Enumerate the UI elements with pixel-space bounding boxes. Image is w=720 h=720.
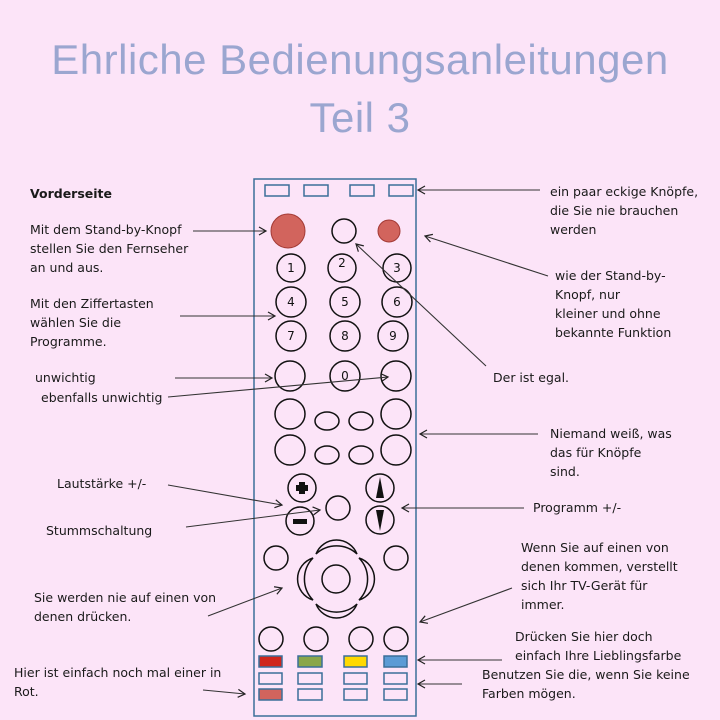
digit-key-8[interactable]	[329, 320, 361, 352]
arrow-like-standby	[423, 233, 549, 277]
digit-label: 9	[389, 329, 397, 343]
unknown-button[interactable]	[348, 411, 374, 431]
standby-button[interactable]	[270, 213, 306, 249]
arrow-doesnt-matter	[355, 243, 487, 367]
unknown-button[interactable]	[348, 626, 374, 652]
dpad-right-button[interactable]	[358, 557, 376, 601]
title-line-1: Ehrliche Bedienungsanleitungen	[51, 36, 669, 83]
digit-label: 8	[341, 329, 349, 343]
dpad-center-button[interactable]	[321, 564, 351, 594]
square-button[interactable]	[349, 184, 375, 197]
arrow-never-press	[207, 586, 284, 617]
unknown-button[interactable]	[274, 434, 306, 466]
side-button[interactable]	[383, 545, 409, 571]
digit-key-6[interactable]	[381, 286, 413, 318]
arrow-tv-forever	[418, 587, 513, 624]
digit-key-0[interactable]	[329, 360, 361, 392]
digit-label: 7	[287, 329, 295, 343]
square-button[interactable]	[388, 184, 414, 197]
unwichtig-button[interactable]	[274, 360, 306, 392]
digit-label: 2	[338, 256, 346, 270]
digit-label: 0	[341, 369, 349, 383]
channel-up-button[interactable]	[365, 473, 395, 503]
dpad-down-button[interactable]	[315, 603, 358, 619]
unknown-button[interactable]	[303, 626, 329, 652]
digit-label: 3	[393, 261, 401, 275]
unknown-button[interactable]	[348, 445, 374, 465]
arrow-down-icon	[376, 510, 384, 531]
small-button[interactable]	[331, 218, 357, 244]
label-channel: Programm +/-	[533, 500, 622, 515]
small-red-button[interactable]	[377, 219, 401, 243]
volume-down-button[interactable]	[285, 506, 315, 536]
digit-label: 5	[341, 295, 349, 309]
colorless-button[interactable]	[297, 672, 323, 685]
label-mute: Stummschaltung	[46, 523, 153, 538]
digit-key-1[interactable]	[276, 253, 306, 283]
digit-label: 6	[393, 295, 401, 309]
unknown-button[interactable]	[314, 445, 340, 465]
colorless-button[interactable]	[383, 672, 408, 685]
colorless-button[interactable]	[297, 688, 323, 701]
arrow-volume	[167, 484, 284, 509]
dpad-left-button[interactable]	[296, 557, 314, 601]
arrow-mute	[185, 506, 322, 528]
channel-down-button[interactable]	[365, 505, 395, 535]
digit-label: 1	[287, 261, 295, 275]
digit-key-5[interactable]	[329, 286, 361, 318]
unknown-button[interactable]	[314, 411, 340, 431]
red-button[interactable]	[258, 655, 283, 668]
unknown-button[interactable]	[380, 434, 412, 466]
unknown-button[interactable]	[383, 626, 409, 652]
label-also-unimportant: ebenfalls unwichtig	[41, 390, 163, 405]
label-doesnt-matter: Der ist egal.	[493, 370, 570, 385]
colorless-button[interactable]	[258, 672, 283, 685]
label-unimportant: unwichtig	[35, 370, 96, 385]
digit-label: 4	[287, 295, 295, 309]
square-button[interactable]	[264, 184, 290, 197]
title-line-2: Teil 3	[309, 94, 411, 141]
yellow-button[interactable]	[343, 655, 368, 668]
arrow-up-icon	[376, 477, 384, 498]
remote-body	[253, 178, 417, 717]
unknown-button[interactable]	[274, 398, 306, 430]
digit-key-2[interactable]	[327, 253, 357, 283]
extra-red-button[interactable]	[258, 688, 283, 701]
volume-up-button[interactable]	[287, 473, 317, 503]
label-front-side: Vorderseite	[30, 186, 112, 201]
ebenfalls-unwichtig-button[interactable]	[380, 360, 412, 392]
unknown-button[interactable]	[258, 626, 284, 652]
colorless-button[interactable]	[383, 688, 408, 701]
dpad-up-button[interactable]	[315, 539, 358, 555]
arrow-red-again	[202, 688, 247, 698]
plus-icon	[296, 482, 308, 494]
minus-icon	[293, 519, 307, 524]
side-button[interactable]	[263, 545, 289, 571]
green-button[interactable]	[297, 655, 323, 668]
square-button[interactable]	[303, 184, 329, 197]
digit-key-7[interactable]	[275, 320, 307, 352]
arrow-ebenfalls	[167, 373, 390, 398]
colorless-button[interactable]	[343, 672, 368, 685]
digit-key-4[interactable]	[275, 286, 307, 318]
mute-button[interactable]	[325, 495, 351, 521]
label-square-buttons: ein paar eckige Knöpfe,die Sie nie brauc…	[550, 184, 699, 237]
blue-button[interactable]	[383, 655, 408, 668]
colorless-button[interactable]	[343, 688, 368, 701]
digit-key-9[interactable]	[377, 320, 409, 352]
unknown-button[interactable]	[380, 398, 412, 430]
label-volume: Lautstärke +/-	[57, 476, 147, 491]
